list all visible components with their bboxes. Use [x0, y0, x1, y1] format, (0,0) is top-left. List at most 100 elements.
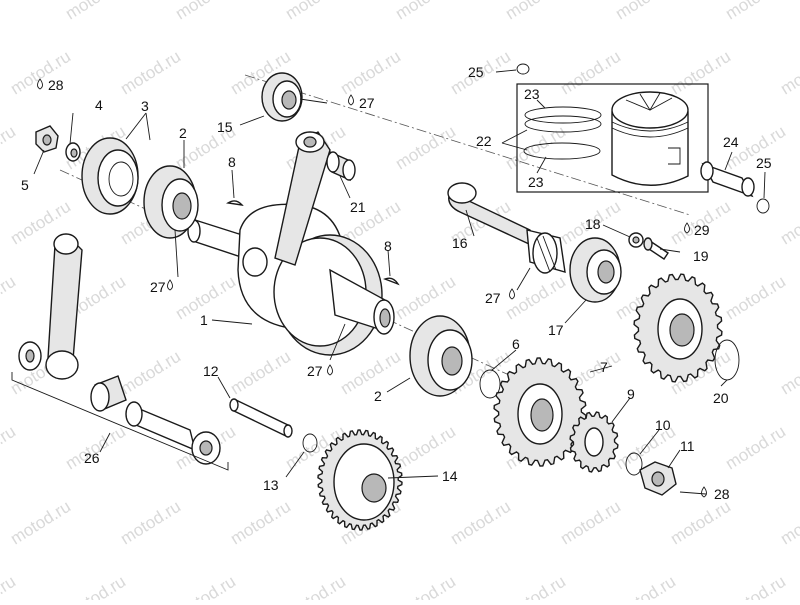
watermark-text: motod.ru: [612, 572, 679, 600]
watermark-text: motod.ru: [392, 422, 459, 474]
washer-13: [302, 433, 318, 453]
callout-23: 23: [528, 174, 544, 190]
grease-drop-icon: [167, 279, 173, 291]
watermark-text: motod.ru: [117, 347, 184, 399]
callout-15: 15: [217, 119, 233, 135]
callout-28: 28: [714, 486, 730, 502]
bearing-17: [569, 237, 622, 303]
nut-11: [639, 461, 677, 496]
watermark-text: motod.ru: [0, 422, 19, 474]
watermark-text: motod.ru: [7, 497, 74, 549]
piston: [611, 91, 689, 186]
circlip-top: [516, 63, 530, 75]
watermark-text: motod.ru: [62, 572, 129, 600]
watermark-text: motod.ru: [777, 47, 800, 99]
watermark-text: motod.ru: [172, 0, 239, 23]
circlip-right: [756, 198, 770, 214]
watermark-text: motod.ru: [502, 0, 569, 23]
grease-drop-icon: [348, 94, 354, 106]
connecting-rod-kit-26: [18, 233, 221, 465]
grease-drop-icon: [701, 486, 707, 498]
piston-rings: [523, 106, 602, 160]
callout-11: 11: [680, 438, 695, 454]
callout-27: 27: [150, 279, 166, 295]
piston-pin: [700, 161, 755, 198]
bearing-15: [261, 72, 303, 122]
watermark-text: motod.ru: [667, 497, 734, 549]
watermark-text: motod.ru: [62, 0, 129, 23]
watermark-text: motod.ru: [227, 347, 294, 399]
watermark-text: motod.ru: [777, 197, 800, 249]
watermark-text: motod.ru: [722, 572, 789, 600]
callout-19: 19: [693, 248, 709, 264]
grease-drop-icon: [37, 78, 43, 90]
callout-3: 3: [141, 98, 149, 114]
callout-22: 22: [476, 133, 492, 149]
washer-18: [628, 232, 644, 248]
bolt-19: [643, 237, 669, 260]
watermark-text: motod.ru: [227, 497, 294, 549]
callout-17: 17: [548, 322, 564, 338]
callout-26: 26: [84, 450, 100, 466]
callout-25: 25: [468, 64, 484, 80]
callout-7: 7: [600, 359, 608, 375]
callout-16: 16: [452, 235, 468, 251]
oil-seal-3: [81, 137, 139, 215]
watermark-text: motod.ru: [667, 47, 734, 99]
callout-1: 1: [200, 312, 208, 328]
watermark-text: motod.ru: [722, 272, 789, 324]
nut-5: [35, 125, 59, 153]
bracket-26: [11, 372, 229, 471]
callout-18: 18: [585, 216, 601, 232]
callout-13: 13: [263, 477, 279, 493]
callout-27: 27: [307, 363, 323, 379]
callout-14: 14: [442, 468, 458, 484]
watermark-text: motod.ru: [392, 122, 459, 174]
gear-right: [633, 273, 723, 383]
callout-10: 10: [655, 417, 671, 433]
watermark-text: motod.ru: [392, 272, 459, 324]
grease-drop-icon: [509, 288, 515, 300]
watermark-text: motod.ru: [7, 47, 74, 99]
leader-lines: [33, 69, 766, 495]
piston-kit-frame: [516, 83, 709, 193]
grease-drop-icon: [327, 364, 333, 376]
watermark-text: motod.ru: [117, 497, 184, 549]
callout-4: 4: [95, 97, 103, 113]
woodruff-keys: [226, 200, 400, 286]
watermark-text: motod.ru: [172, 572, 239, 600]
watermark-text: motod.ru: [447, 497, 514, 549]
callout-2: 2: [179, 125, 187, 141]
bearing-2-left: [143, 165, 199, 239]
callout-25: 25: [756, 155, 772, 171]
watermark-text: motod.ru: [0, 122, 19, 174]
watermark-text: motod.ru: [117, 47, 184, 99]
callout-24: 24: [723, 134, 739, 150]
watermark-text: motod.ru: [392, 0, 459, 23]
callout-29: 29: [694, 222, 710, 238]
needle-bearing-21: [326, 150, 356, 182]
callout-2: 2: [374, 388, 382, 404]
callout-21: 21: [350, 199, 366, 215]
lubricant-drops: [37, 78, 707, 498]
watermark-text: motod.ru: [557, 497, 624, 549]
callout-6: 6: [512, 336, 520, 352]
gear-center: [493, 357, 587, 467]
gear-small-9: [569, 411, 619, 473]
watermark-text: motod.ru: [777, 347, 800, 399]
watermark-text: motod.ru: [722, 0, 789, 23]
callout-27: 27: [359, 95, 375, 111]
connecting-rod-upper: [274, 131, 331, 266]
lock-washer-10: [625, 452, 643, 476]
callout-9: 9: [627, 386, 635, 402]
watermark-text: motod.ru: [0, 572, 19, 600]
washer-4: [65, 142, 81, 162]
watermark-text: motod.ru: [722, 422, 789, 474]
watermark-text: motod.ru: [337, 347, 404, 399]
watermark-text: motod.ru: [0, 272, 19, 324]
grease-drop-icon: [684, 222, 690, 234]
bearing-2-lower: [409, 315, 473, 397]
watermark-text: motod.ru: [0, 0, 19, 23]
callout-27: 27: [485, 290, 501, 306]
